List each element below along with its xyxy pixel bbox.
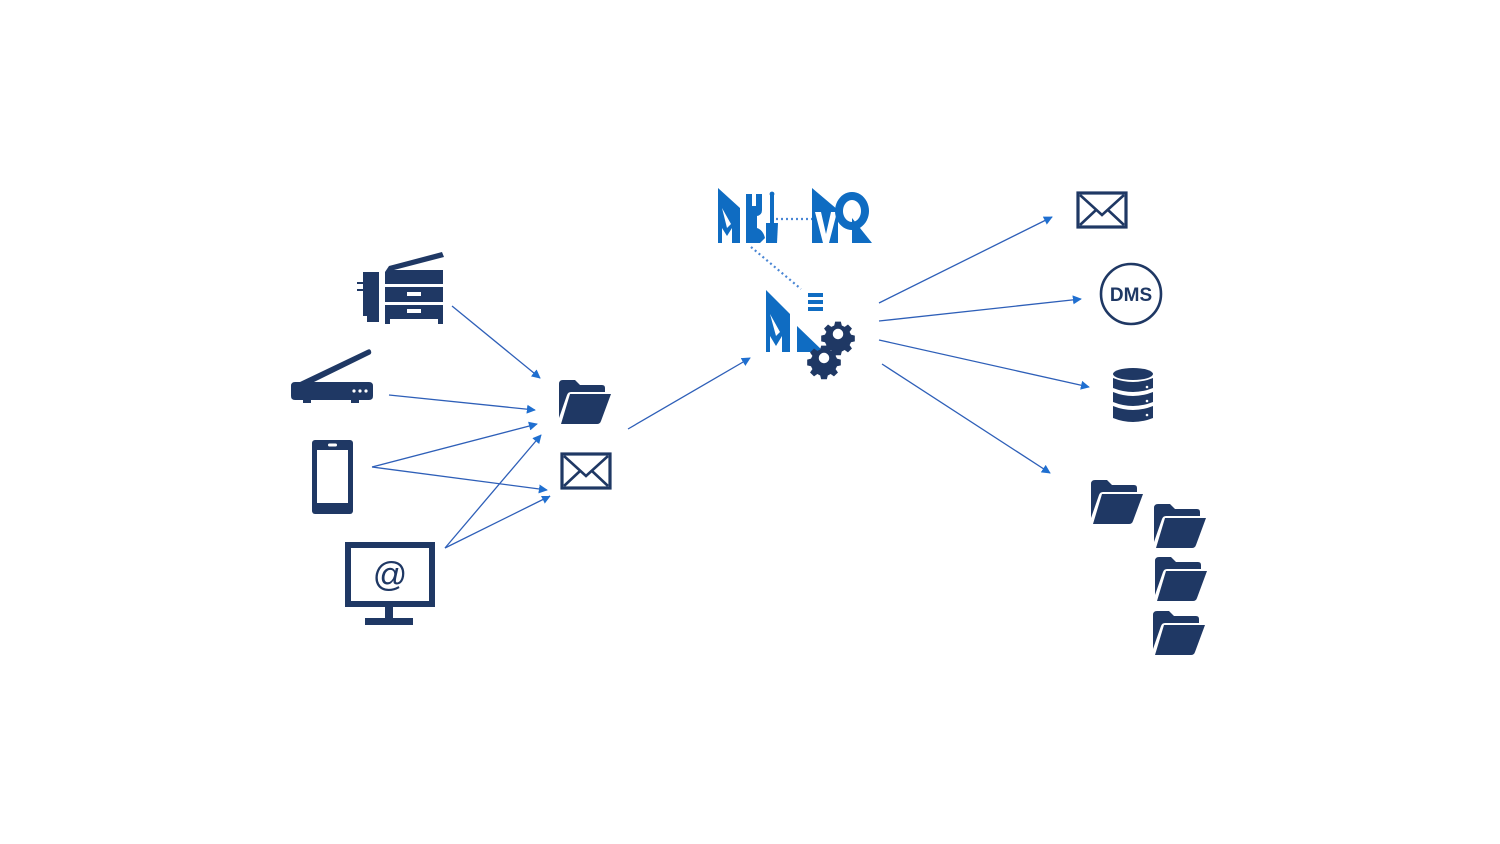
output-folder-2-icon	[1154, 504, 1206, 548]
monitor-at-icon: @	[345, 542, 435, 625]
smartphone-icon	[312, 440, 353, 514]
arrow-computer-to-folder	[444, 434, 542, 549]
database-icon	[1113, 368, 1153, 422]
dotted-link-admin-engine	[750, 246, 802, 290]
arrow-engine-to-email	[878, 216, 1053, 304]
arrow-phone-to-folder	[371, 421, 538, 468]
arrow-computer-to-email	[444, 495, 551, 549]
folder-tree-icon	[1091, 480, 1207, 655]
input-folder-icon	[559, 380, 611, 424]
output-folder-4-icon	[1153, 611, 1205, 655]
arrow-engine-to-folders	[881, 363, 1051, 474]
arrow-printer-to-folder	[451, 305, 541, 379]
m-wrench-logo-icon	[718, 188, 778, 243]
vq-logo-icon	[812, 188, 872, 243]
arrow-phone-to-email	[371, 466, 548, 494]
output-folder-1-icon	[1091, 480, 1143, 524]
input-envelope-icon	[560, 452, 612, 490]
scanner-icon	[291, 349, 373, 403]
arrow-scanner-to-folder	[388, 394, 536, 414]
m-gears-logo-icon	[766, 290, 855, 380]
multifunction-printer-icon	[357, 252, 444, 324]
dotted-links	[750, 217, 814, 290]
output-envelope-icon	[1076, 191, 1128, 229]
connection-arrows	[371, 216, 1090, 549]
dms-circle-icon: DMS	[1099, 262, 1163, 326]
at-sign-label: @	[373, 556, 408, 594]
dms-label: DMS	[1110, 285, 1152, 306]
arrow-engine-to-dms	[878, 295, 1082, 322]
arrow-engine-to-database	[878, 339, 1090, 390]
output-folder-3-icon	[1155, 557, 1207, 601]
arrow-inputs-to-engine	[627, 357, 751, 430]
